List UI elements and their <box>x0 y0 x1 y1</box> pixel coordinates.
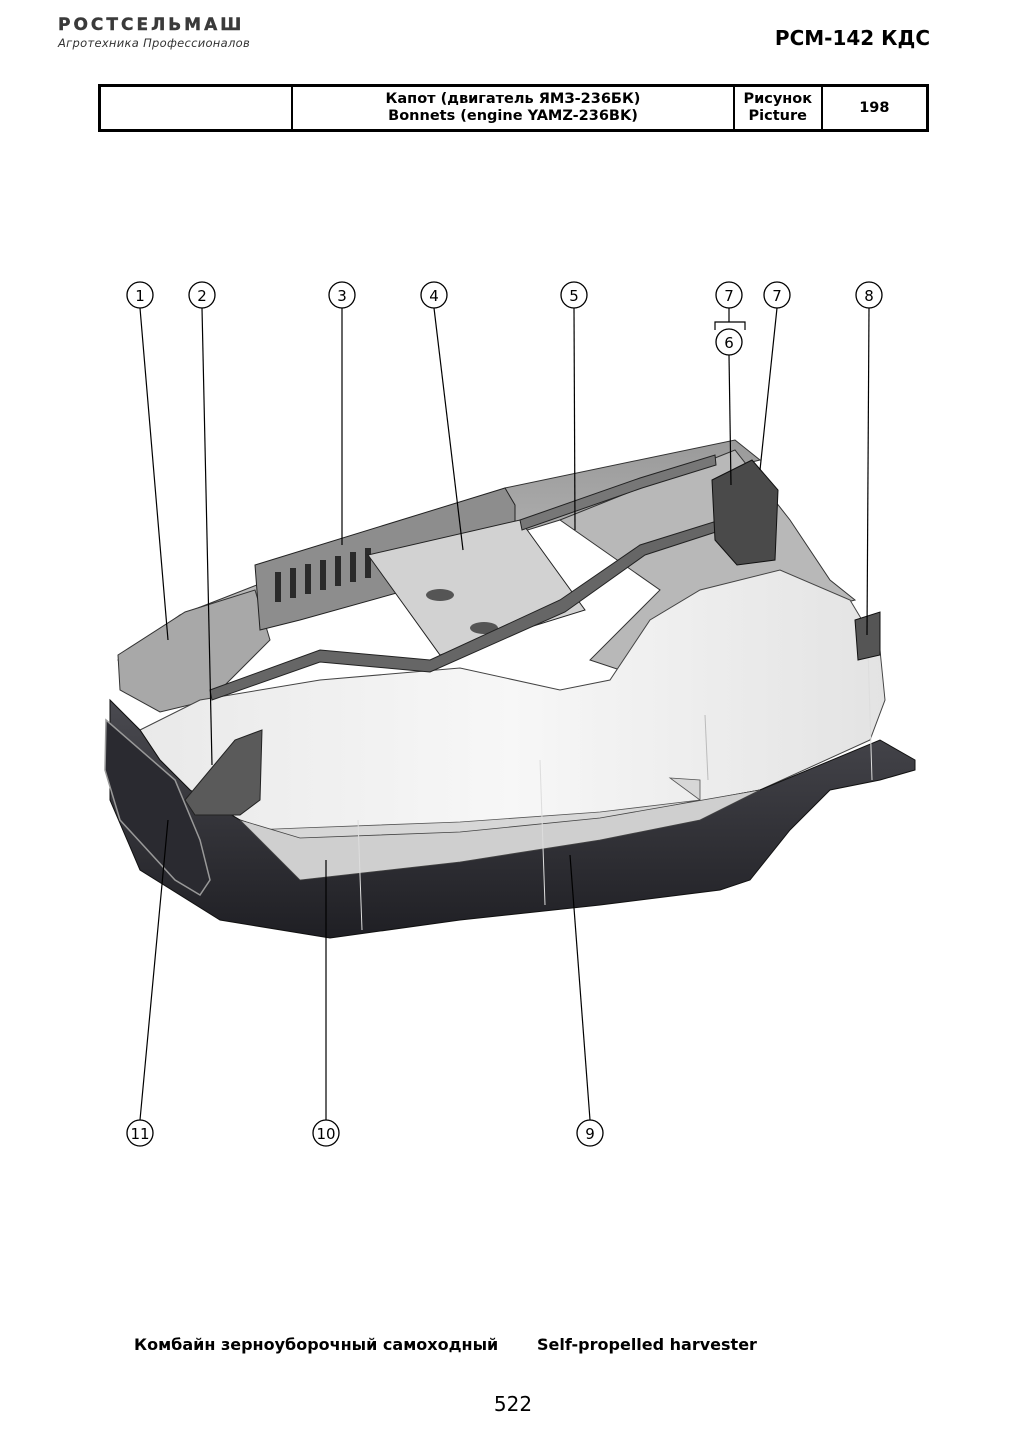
brand-tagline: Агротехника Профессионалов <box>58 36 251 50</box>
callout-8: 8 <box>864 287 874 305</box>
figure-number: 198 <box>820 84 929 132</box>
callout-7a: 7 <box>724 287 734 305</box>
title-block: Капот (двигатель ЯМЗ-236БК) Bonnets (eng… <box>98 84 929 132</box>
footer-caption-ru: Комбайн зерноуборочный самоходный <box>134 1335 499 1354</box>
brand-logo: РОСТСЕЛЬМАШ Агротехника Профессионалов <box>58 16 250 50</box>
callout-2: 2 <box>197 287 207 305</box>
callout-7b: 7 <box>772 287 782 305</box>
callout-1: 1 <box>135 287 145 305</box>
callout-3: 3 <box>337 287 347 305</box>
front-grille <box>104 718 211 897</box>
side-upper-band <box>239 789 761 881</box>
figure-label-ru: Рисунок <box>743 91 813 107</box>
panel-seam-4 <box>867 649 873 781</box>
model-title: РСМ-142 КДС <box>774 26 930 50</box>
brand-name: РОСТСЕЛЬМАШ <box>58 15 245 35</box>
panel-seam-2 <box>539 759 546 906</box>
figure-label-cell: Рисунок Picture <box>732 84 823 132</box>
right-bracket <box>854 611 881 661</box>
inner-bracket <box>184 729 263 816</box>
slot-grid <box>275 548 371 602</box>
side-box <box>711 459 779 566</box>
callout-circles <box>126 281 883 1147</box>
figure-label-en: Picture <box>748 108 807 124</box>
callout-5: 5 <box>569 287 579 305</box>
panel-seam-1 <box>357 819 363 931</box>
panel-seam-3 <box>704 714 709 781</box>
frame-rail-upper <box>519 454 717 531</box>
callout-11: 11 <box>130 1125 149 1143</box>
title-en: Bonnets (engine YAMZ-236BK) <box>388 108 638 124</box>
leader-lines <box>139 307 870 1121</box>
title-block-empty-cell <box>98 84 294 132</box>
callout-10: 10 <box>316 1125 335 1143</box>
page-number: 522 <box>493 1392 533 1416</box>
callout-9: 9 <box>585 1125 595 1143</box>
callout-4: 4 <box>429 287 439 305</box>
footer-caption-en: Self-propelled harvester <box>537 1335 757 1354</box>
left-rear-wall <box>117 589 271 713</box>
title-cell: Капот (двигатель ЯМЗ-236БК) Bonnets (eng… <box>291 84 735 132</box>
title-ru: Капот (двигатель ЯМЗ-236БК) <box>385 91 641 107</box>
callout-6: 6 <box>724 334 734 352</box>
